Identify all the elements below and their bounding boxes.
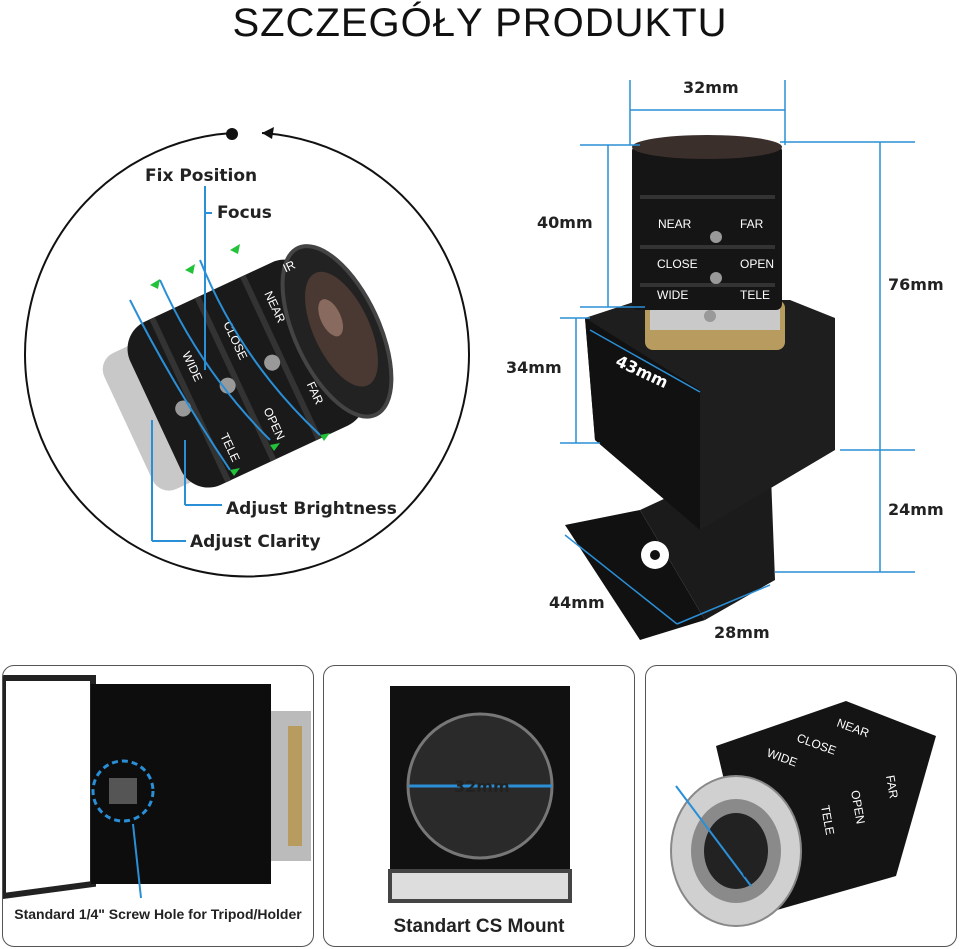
cam-ring-near: NEAR bbox=[658, 217, 692, 231]
caption-cs-mount: Standart CS Mount bbox=[393, 916, 565, 937]
cam-ring-open: OPEN bbox=[740, 257, 774, 271]
dim-bracket-height: 24mm bbox=[888, 500, 944, 519]
thread-ring-open: OPEN bbox=[848, 789, 868, 825]
green-arrow-icons bbox=[150, 244, 330, 476]
cam-ring-tele: TELE bbox=[740, 288, 770, 302]
start-dot bbox=[226, 128, 238, 140]
rotation-arrows bbox=[129, 259, 321, 471]
panel-cs-mount: 32mm Standart CS Mount bbox=[323, 665, 635, 947]
cam-ring-far: FAR bbox=[740, 217, 764, 231]
thread-image: 23mm NEAR CLOSE WIDE FAR OPEN TELE bbox=[670, 701, 936, 927]
thread-ring-far: FAR bbox=[883, 774, 901, 800]
caption-screw-hole: Standard 1/4" Screw Hole for Tripod/Hold… bbox=[14, 906, 302, 922]
screw-hole-image bbox=[3, 675, 311, 900]
callout-adjust-clarity: Adjust Clarity bbox=[190, 532, 321, 552]
panel-thread: 23mm NEAR CLOSE WIDE FAR OPEN TELE bbox=[645, 665, 957, 947]
dim-lens-height: 40mm bbox=[537, 213, 593, 232]
cs-mount-image: 32mm bbox=[388, 686, 572, 903]
panel-screw-hole: Standard 1/4" Screw Hole for Tripod/Hold… bbox=[2, 665, 314, 947]
cam-ring-close: CLOSE bbox=[657, 257, 698, 271]
ring-label-ir: IR bbox=[281, 257, 298, 275]
arrow-head-icon bbox=[262, 127, 274, 139]
callout-focus: Focus bbox=[217, 203, 272, 223]
lens-detail: WIDE CLOSE NEAR TELE OPEN FAR IR Fix Pos… bbox=[24, 127, 470, 578]
dim-base-depth: 44mm bbox=[549, 593, 605, 612]
callout-fix-position: Fix Position bbox=[145, 166, 257, 186]
lens-drawing: WIDE CLOSE NEAR TELE OPEN FAR IR bbox=[102, 244, 394, 491]
callout-lines bbox=[151, 186, 222, 542]
dimension-lines bbox=[560, 80, 915, 625]
dim-total-height: 76mm bbox=[888, 275, 944, 294]
camera-dimensions: NEAR FAR CLOSE OPEN WIDE TELE 32mm 40mm … bbox=[506, 78, 944, 642]
dim-base-width: 28mm bbox=[714, 623, 770, 642]
mount-diameter-label: 32mm bbox=[454, 777, 510, 796]
rotation-circle bbox=[24, 132, 470, 578]
cam-ring-wide: WIDE bbox=[657, 288, 688, 302]
thread-ring-tele: TELE bbox=[818, 804, 837, 836]
dim-lens-diameter: 32mm bbox=[683, 78, 739, 97]
page-title: SZCZEGÓŁY PRODUKTU bbox=[232, 1, 728, 45]
dim-body-height: 34mm bbox=[506, 358, 562, 377]
callout-adjust-brightness: Adjust Brightness bbox=[226, 499, 397, 519]
